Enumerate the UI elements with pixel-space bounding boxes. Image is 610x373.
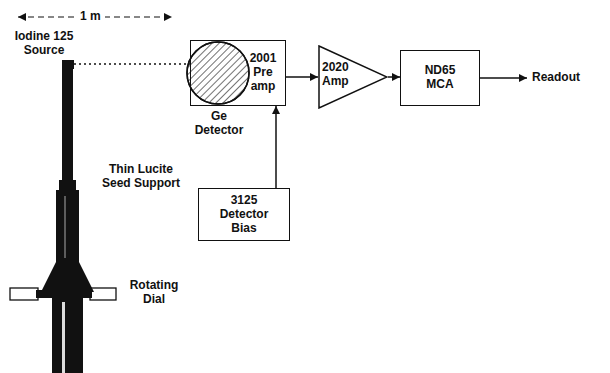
- node-text: Iodine 125 Source: [2, 30, 86, 58]
- part-label: Rotating Dial: [122, 279, 186, 307]
- amplifier-triangle: 2020 Amp: [318, 45, 388, 109]
- dial-plate: [10, 288, 38, 300]
- handle-highlight: [62, 302, 65, 373]
- signal-arrow: [286, 76, 318, 78]
- output-label: Readout: [532, 71, 580, 85]
- amplifier-text: 2020 Amp: [322, 61, 354, 89]
- support-body: [56, 190, 79, 265]
- seed-rod: [62, 69, 73, 189]
- handle: [52, 290, 83, 373]
- dial-plate: [90, 288, 116, 300]
- ge-detector-circle: [187, 42, 249, 104]
- dial-cone: [41, 262, 94, 292]
- beam-path: [74, 63, 190, 65]
- readout-arrow: [480, 77, 527, 79]
- dimension-line: [18, 16, 74, 17]
- dimension-label: 1 m: [76, 10, 105, 24]
- node-text: ND65 MCA: [418, 64, 462, 92]
- mca-box: ND65 MCA: [400, 50, 480, 106]
- node-text: 2020 Amp: [322, 61, 354, 89]
- detector-hatching: [187, 42, 249, 104]
- bias-arrow: [275, 106, 277, 188]
- iodine-seed: [62, 60, 74, 69]
- signal-arrow: [388, 76, 400, 78]
- preamp-box: 2001 Pre amp: [190, 40, 286, 106]
- source-node: Iodine 125 Source: [2, 30, 86, 69]
- dimension-line: [104, 16, 172, 17]
- support-highlight: [64, 196, 66, 258]
- node-text: 3125 Detector Bias: [212, 194, 276, 235]
- node-text: 2001 Pre amp: [245, 52, 281, 93]
- bias-box: 3125 Detector Bias: [198, 188, 290, 241]
- part-label: Thin Lucite Seed Support: [100, 163, 182, 191]
- triangle-outline: [319, 46, 387, 108]
- part-label: Ge Detector: [190, 110, 248, 138]
